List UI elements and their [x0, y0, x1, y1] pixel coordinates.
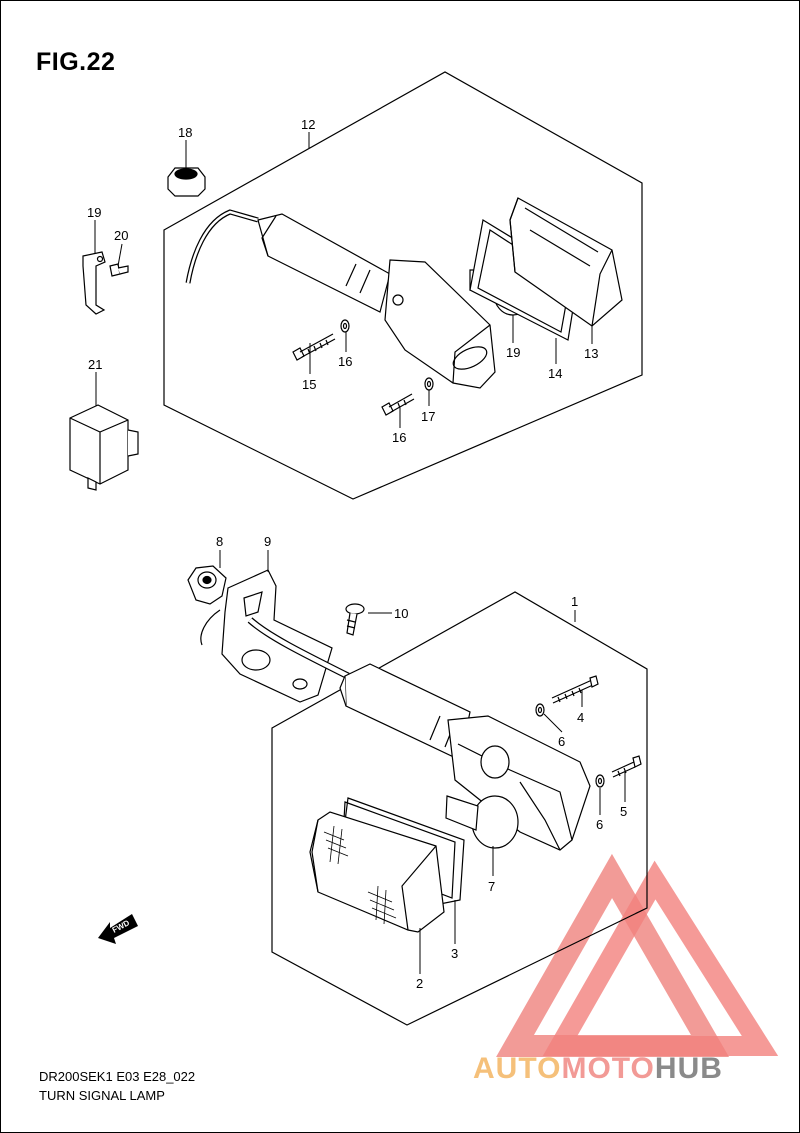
model-code: DR200SEK1 E03 E28_022: [39, 1069, 196, 1084]
watermark-brand: AUTOMOTOHUB: [473, 1052, 723, 1086]
lower-assembly-outline: [271, 591, 648, 1026]
callout-19: 19: [87, 205, 101, 220]
callout-8: 8: [216, 534, 223, 549]
callout-18: 18: [178, 125, 192, 140]
callout-2: 2: [416, 976, 423, 991]
screw-20-icon: [109, 263, 129, 277]
brand-part-hub: HUB: [654, 1052, 723, 1085]
washer-16-lower-icon: [424, 377, 434, 391]
watermark-logo-icon: [496, 853, 779, 1057]
callout-17: 19: [506, 345, 520, 360]
upper-turn-signal-drawing: [185, 197, 623, 389]
upper-assembly-outline: [163, 71, 643, 500]
brand-part-moto: MOTO: [561, 1052, 655, 1085]
section-name: TURN SIGNAL LAMP: [39, 1088, 165, 1103]
bracket-19-icon: [82, 251, 106, 315]
callout-14: 15: [302, 377, 316, 392]
callout-16-upper: 16: [338, 354, 352, 369]
leader-lines: [94, 132, 626, 974]
figure-title: FIG.22: [36, 48, 116, 76]
callout-11: 12: [301, 117, 315, 132]
washer-16-upper-icon: [340, 319, 350, 333]
arrow-left-icon: [98, 914, 138, 944]
callout-1: 1: [571, 594, 578, 609]
callout-20: 20: [114, 228, 128, 243]
callout-numbers: 12 18 19 20 21 15 16 16 17 19 14 13 8 9 …: [87, 117, 627, 991]
callout-15: 16: [392, 430, 406, 445]
callout-4: 4: [577, 710, 584, 725]
screw-4-icon: [551, 675, 599, 704]
relay-21-icon: [69, 404, 139, 491]
brand-part-auto: AUTO: [473, 1052, 562, 1085]
lens-texture: [323, 825, 397, 925]
callout-6-lower: 6: [596, 817, 603, 832]
callout-10: 10: [394, 606, 408, 621]
callout-16-lower: 17: [421, 409, 435, 424]
nut-8-icon: [187, 565, 227, 605]
callout-9: 9: [264, 534, 271, 549]
callout-13: 14: [548, 366, 562, 381]
callout-12: 13: [584, 346, 598, 361]
screw-15-icon: [381, 393, 415, 416]
screw-10-icon: [345, 603, 365, 636]
nut-18-icon: [167, 167, 206, 197]
callout-3: 3: [451, 946, 458, 961]
callout-6-upper: 6: [558, 734, 565, 749]
callout-5: 5: [620, 804, 627, 819]
screw-5-icon: [611, 755, 642, 778]
callout-7: 7: [488, 879, 495, 894]
washer-6-lower-icon: [595, 774, 605, 788]
callout-21: 21: [88, 357, 102, 372]
screw-14-icon: [292, 333, 336, 361]
lower-turn-signal-drawing: [309, 663, 591, 933]
fwd-direction-marker: FWD: [98, 914, 138, 944]
washer-6-upper-icon: [535, 703, 545, 717]
